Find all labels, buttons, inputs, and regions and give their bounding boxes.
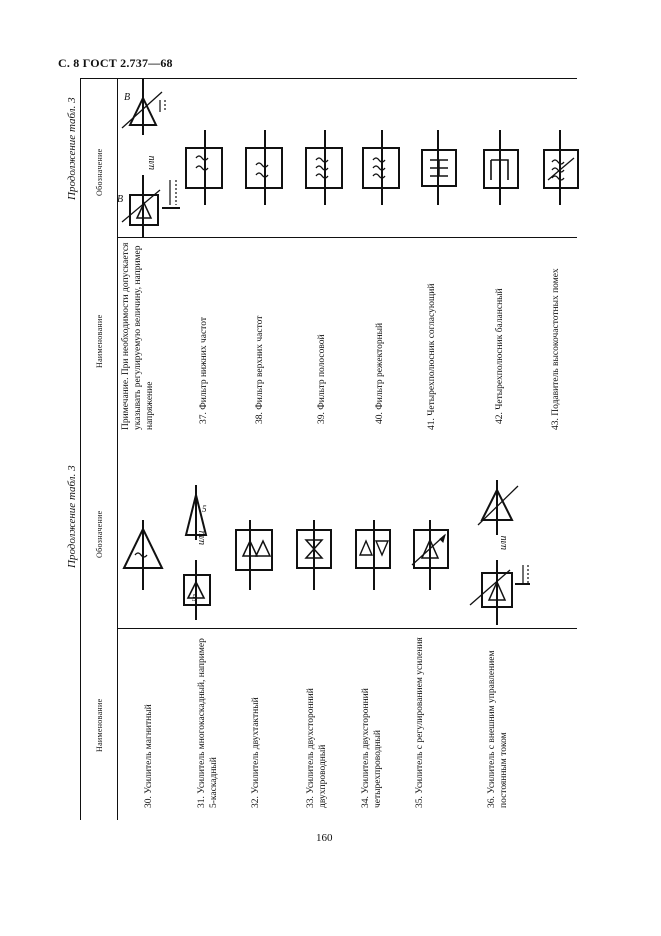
voltage-letter-2: В — [124, 92, 130, 103]
or-word-31: или — [196, 531, 207, 545]
gain-control-amplifier-symbol — [411, 520, 449, 590]
multistage-digit-triangle: 5 — [202, 504, 207, 514]
low-pass-filter-symbol — [185, 130, 223, 205]
dc-controlled-amplifier-symbol — [469, 480, 530, 625]
or-word-36: или — [498, 536, 509, 550]
magnetic-amplifier-symbol — [122, 520, 164, 590]
band-stop-filter-symbol — [362, 130, 400, 205]
tables-divider-lower — [117, 628, 577, 629]
page-number: 160 — [316, 832, 333, 844]
high-pass-filter-symbol — [245, 130, 283, 205]
multistage-digit-box: 5 — [192, 593, 197, 603]
matching-quadripole-symbol — [421, 130, 457, 205]
page-header: С. 8 ГОСТ 2.737—68 — [58, 56, 173, 70]
voltage-letter-1: В — [117, 194, 123, 205]
tables-divider — [117, 237, 577, 238]
bidirectional-four-wire-amplifier-symbol — [355, 520, 391, 590]
voltage-regulated-amplifier-symbol — [121, 78, 180, 238]
hf-interference-suppressor-symbol — [543, 130, 579, 205]
push-pull-amplifier-symbol — [235, 520, 273, 590]
band-pass-filter-symbol — [305, 130, 343, 205]
balanced-quadripole-symbol — [483, 130, 519, 205]
bidirectional-two-wire-amplifier-symbol — [296, 520, 332, 590]
name-header-divider — [117, 78, 118, 820]
or-word-right: или — [146, 156, 157, 170]
right-table-frame-top — [80, 78, 577, 79]
left-table-divider — [80, 78, 81, 820]
multistage-amplifier-symbol — [183, 485, 211, 620]
